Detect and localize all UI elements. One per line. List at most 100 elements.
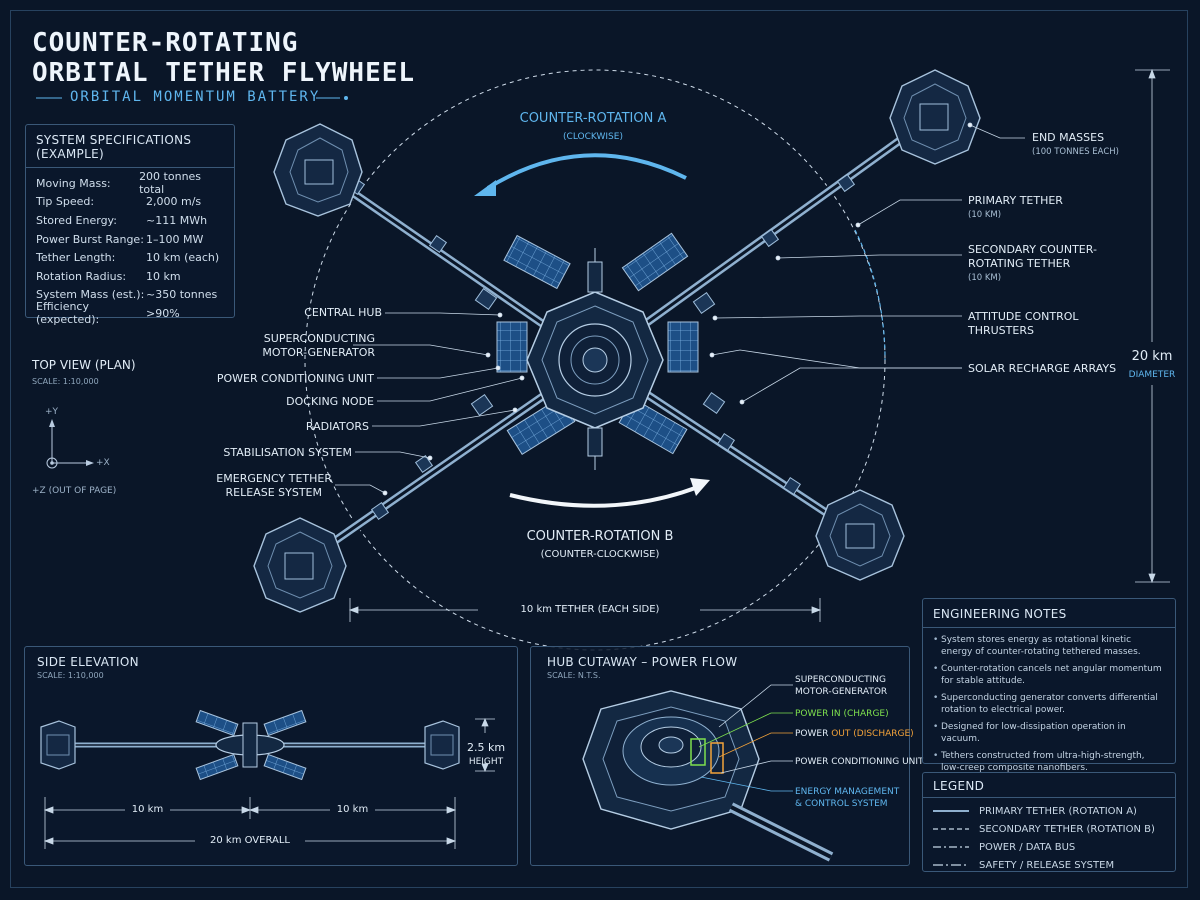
legend-label: SECONDARY TETHER (ROTATION B)	[979, 823, 1155, 835]
label-emergency-1: EMERGENCY TETHER	[216, 472, 332, 485]
spec-row: Tip Speed: 2,000 m/s	[36, 193, 224, 212]
engineering-note: Counter-rotation cancels net angular mom…	[933, 663, 1165, 687]
spec-value: 1–100 MW	[146, 232, 204, 246]
spec-value: 200 tonnes total	[139, 170, 202, 197]
specs-panel: SYSTEM SPECIFICATIONS (EXAMPLE) Moving M…	[25, 124, 235, 326]
spec-label: Stored Energy:	[36, 213, 117, 227]
top-view-title: TOP VIEW (PLAN)	[32, 358, 136, 372]
diameter-dimension-line	[1135, 68, 1170, 584]
legend-item: PRIMARY TETHER (ROTATION A)	[933, 802, 1165, 820]
end-mass-nw	[273, 123, 363, 217]
label-docking-node: DOCKING NODE	[286, 395, 374, 408]
legend-label: PRIMARY TETHER (ROTATION A)	[979, 805, 1137, 817]
label-attitude-1: ATTITUDE CONTROL	[968, 310, 1079, 323]
power-out-prefix: POWER	[795, 729, 832, 739]
label-end-masses-sub: (100 TONNES EACH)	[1032, 147, 1119, 157]
label-central-hub: CENTRAL HUB	[304, 306, 382, 319]
subtitle: ORBITAL MOMENTUM BATTERY	[70, 89, 321, 105]
label-motor-generator-1: SUPERCONDUCTING	[795, 675, 886, 685]
tether-dimension-label: 10 km TETHER (EACH SIDE)	[520, 604, 660, 615]
legend-panel: LEGEND PRIMARY TETHER (ROTATION A) SECOND…	[922, 772, 1176, 872]
spec-label: Moving Mass:	[36, 176, 111, 190]
legend-divider	[923, 797, 1175, 798]
engineering-note: Superconducting generator converts diffe…	[933, 692, 1165, 716]
outer-frame	[10, 10, 1188, 888]
solar-arrays	[496, 232, 699, 455]
label-secondary-tether-2: ROTATING TETHER	[968, 257, 1071, 270]
power-in-prefix: POWER	[795, 709, 832, 719]
diameter-value: 20 km	[1131, 349, 1173, 364]
spec-label: Rotation Radius:	[36, 269, 127, 283]
spec-label: Tether Length:	[36, 251, 116, 265]
label-attitude-2: THRUSTERS	[968, 324, 1034, 337]
label-primary-tether-sub: (10 KM)	[968, 210, 1002, 220]
engineering-note: System stores energy as rotational kinet…	[933, 634, 1165, 658]
right-leader-lines	[709, 122, 1025, 405]
rotation-a-title: COUNTER-ROTATION A	[519, 111, 667, 126]
engineering-notes-list: System stores energy as rotational kinet…	[933, 634, 1165, 774]
engineering-notes-panel: ENGINEERING NOTES System stores energy a…	[922, 598, 1176, 773]
height-value: 2.5 km	[466, 741, 506, 754]
label-power-out: POWER OUT (DISCHARGE)	[795, 727, 914, 741]
side-elevation-title: SIDE ELEVATION	[37, 655, 139, 669]
spec-value: >90%	[146, 306, 180, 320]
spec-label: Tip Speed:	[36, 195, 95, 209]
left-leader-lines	[335, 312, 525, 496]
label-secondary-tether-1: SECONDARY COUNTER-	[968, 243, 1097, 256]
overall-span-label: 20 km OVERALL	[210, 835, 290, 846]
central-hub	[526, 248, 664, 470]
spec-label: System Mass (est.):	[36, 288, 145, 302]
spec-row: Tether Length: 10 km (each)	[36, 248, 224, 267]
left-span-label: 10 km	[131, 804, 164, 815]
end-mass-ne	[889, 69, 981, 165]
rotation-b-title: COUNTER-ROTATION B	[526, 529, 674, 544]
legend-label: POWER / DATA BUS	[979, 841, 1076, 853]
legend-title: LEGEND	[933, 779, 985, 793]
engineering-notes-title: ENGINEERING NOTES	[933, 607, 1067, 621]
end-mass-se	[815, 489, 905, 581]
label-pcu-cutaway: POWER CONDITIONING UNIT	[795, 757, 924, 767]
height-label: HEIGHT	[468, 757, 504, 767]
rotation-b-arrow	[509, 485, 699, 508]
legend-item: POWER / DATA BUS	[933, 838, 1165, 856]
hub-cutaway-drawing	[582, 684, 834, 862]
side-elevation-scale: SCALE: 1:10,000	[37, 671, 104, 680]
rotation-a-sub: (CLOCKWISE)	[563, 132, 623, 142]
spec-row: Stored Energy: ~111 MWh	[36, 211, 224, 230]
spec-value: ~111 MWh	[146, 213, 208, 227]
label-solar-arrays: SOLAR RECHARGE ARRAYS	[968, 362, 1117, 375]
legend-swatch	[933, 864, 969, 866]
spec-row: Efficiency (expected):>90%	[36, 300, 224, 326]
axis-triad	[46, 419, 94, 469]
legend-swatch	[933, 846, 969, 848]
label-ems-1: ENERGY MANAGEMENT	[795, 787, 900, 797]
engineering-note: Tethers constructed from ultra-high-stre…	[933, 750, 1165, 774]
spec-row: Rotation Radius: 10 km	[36, 267, 224, 286]
legend-list: PRIMARY TETHER (ROTATION A) SECONDARY TET…	[933, 802, 1165, 874]
label-primary-tether: PRIMARY TETHER	[968, 194, 1063, 207]
legend-label: SAFETY / RELEASE SYSTEM	[979, 859, 1115, 871]
side-elevation-panel: SIDE ELEVATION SCALE: 1:10,000	[24, 646, 518, 866]
hub-cutaway-title: HUB CUTAWAY – POWER FLOW	[547, 655, 738, 669]
spec-row: System Mass (est.):~350 tonnes	[36, 286, 224, 305]
title-line-1: COUNTER-ROTATING	[32, 28, 299, 58]
label-motor-generator-2: MOTOR-GENERATOR	[795, 687, 888, 697]
legend-swatch	[933, 810, 969, 812]
top-view-scale: SCALE: 1:10,000	[32, 377, 99, 386]
spec-value: 2,000 m/s	[146, 195, 202, 209]
rotation-a-arrow	[486, 153, 687, 190]
rotation-b-sub: (COUNTER-CLOCKWISE)	[540, 549, 660, 560]
label-pcu: POWER CONDITIONING UNIT	[216, 372, 374, 385]
spec-value: 10 km (each)	[146, 251, 220, 265]
label-motor-gen-1: SUPERCONDUCTING	[263, 332, 375, 345]
power-in-suffix: IN (CHARGE)	[831, 709, 889, 719]
legend-item: SAFETY / RELEASE SYSTEM	[933, 856, 1165, 874]
spec-value: 10 km	[146, 269, 181, 283]
end-mass-sw	[253, 517, 347, 613]
hub-cutaway-scale: SCALE: N.T.S.	[547, 671, 601, 680]
spec-label: Power Burst Range:	[36, 232, 144, 246]
diameter-label: DIAMETER	[1128, 370, 1176, 380]
axis-x-label: +X	[96, 458, 110, 468]
tether-dimension-line	[348, 598, 822, 622]
